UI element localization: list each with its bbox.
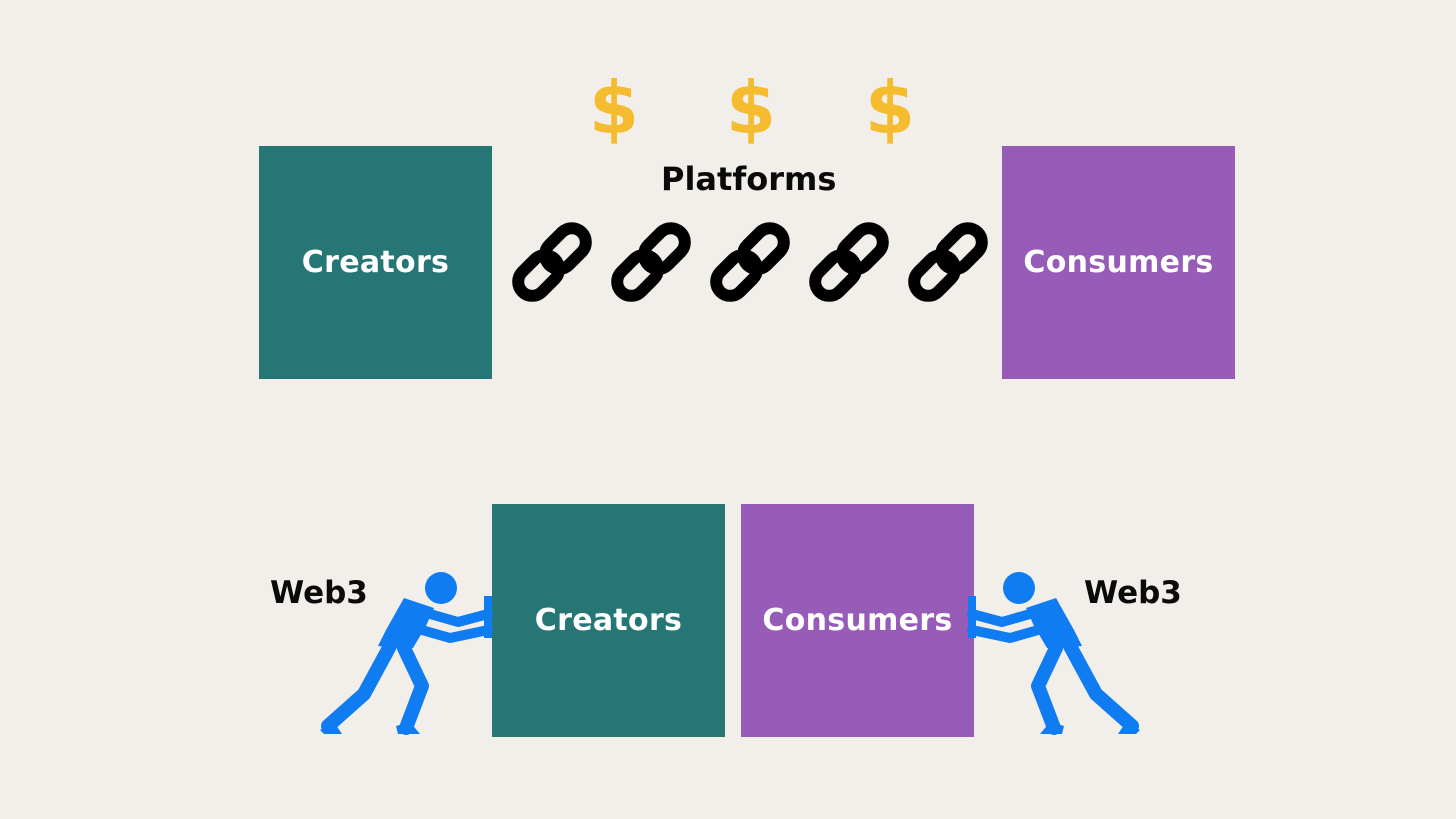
dollar-sign-icon: $ bbox=[864, 66, 916, 150]
consumers-label: Consumers bbox=[1023, 245, 1214, 280]
consumers-label: Consumers bbox=[762, 603, 953, 638]
chain-link-icon bbox=[710, 222, 790, 302]
creators-box-top: Creators bbox=[259, 146, 492, 379]
chain-link-icon bbox=[611, 222, 691, 302]
consumers-box-top: Consumers bbox=[1002, 146, 1235, 379]
consumers-box-bottom: Consumers bbox=[741, 504, 974, 737]
pushing-person-icon bbox=[320, 572, 493, 735]
chain-link-icon bbox=[512, 222, 592, 302]
web3-label-right: Web3 bbox=[1084, 575, 1182, 611]
chain-link-icon bbox=[908, 222, 988, 302]
web3-label-left: Web3 bbox=[270, 575, 368, 611]
dollar-sign-icon: $ bbox=[588, 66, 640, 150]
platforms-label: Platforms bbox=[661, 160, 837, 198]
creators-box-bottom: Creators bbox=[492, 504, 725, 737]
creators-label: Creators bbox=[301, 245, 450, 280]
chain-link-icon bbox=[809, 222, 889, 302]
pushing-person-icon bbox=[967, 572, 1140, 735]
creators-label: Creators bbox=[534, 603, 683, 638]
dollar-sign-icon: $ bbox=[725, 66, 777, 150]
